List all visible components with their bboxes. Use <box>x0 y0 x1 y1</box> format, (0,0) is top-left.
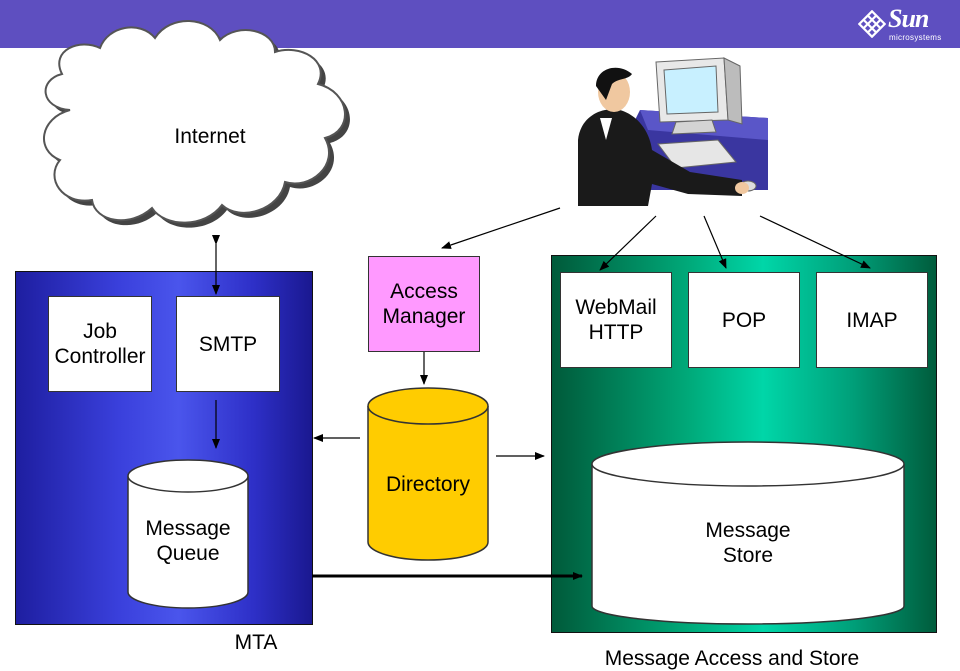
logo-subtext: microsystems <box>889 33 942 42</box>
internet-label: Internet <box>174 125 246 148</box>
user-pop-arrow <box>703 215 727 269</box>
pop-box[interactable]: POP <box>688 272 800 368</box>
logo-text: Sun <box>888 4 929 33</box>
imap-box[interactable]: IMAP <box>816 272 928 368</box>
webmail-http-box[interactable]: WebMail HTTP <box>560 272 672 368</box>
mta-panel-label: MTA <box>234 631 278 654</box>
sun-logo: Sun microsystems <box>858 4 941 44</box>
sun-logo-icon <box>858 10 886 38</box>
job-controller-box[interactable]: Job Controller <box>48 296 152 392</box>
message-store-label: Message Store <box>705 519 791 567</box>
message-queue-label: Message Queue <box>145 517 231 565</box>
message-queue-cylinder[interactable] <box>127 459 249 609</box>
user-access-arrow <box>441 207 561 249</box>
smtp-box[interactable]: SMTP <box>176 296 280 392</box>
message-store-cylinder[interactable] <box>591 441 905 625</box>
directory-label: Directory <box>385 473 470 496</box>
user-imap-arrow <box>759 215 871 269</box>
user-at-computer-icon <box>578 57 768 206</box>
user-webmail-arrow <box>599 215 657 271</box>
directory-cylinder[interactable] <box>367 387 489 561</box>
message-access-panel-label: Message Access and Store <box>604 647 860 670</box>
access-manager-box[interactable]: Access Manager <box>368 256 480 352</box>
